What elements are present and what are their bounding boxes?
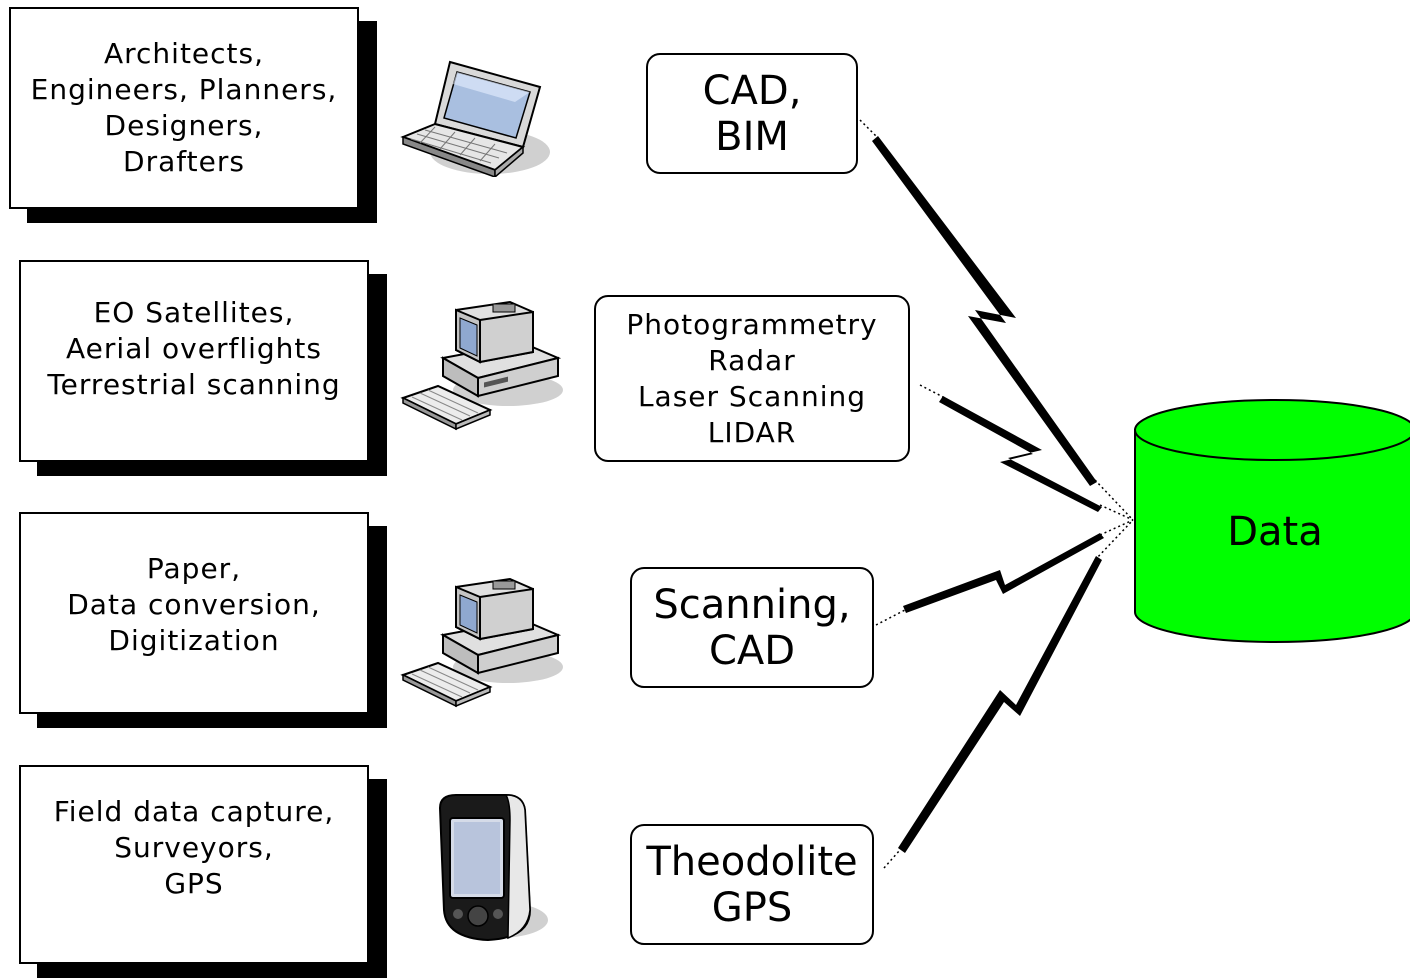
source-line: Drafters [123, 145, 245, 178]
method-line: BIM [715, 113, 789, 160]
dotted-leader [919, 384, 946, 399]
method-box-scanning-cad: Scanning, CAD [630, 567, 874, 688]
method-line: Photogrammetry [626, 307, 878, 341]
method-line: GPS [711, 884, 793, 931]
source-box-remote-sensing: EO Satellites, Aerial overflights Terres… [19, 260, 369, 462]
source-box-designers: Architects, Engineers, Planners, Designe… [9, 7, 359, 209]
source-box-text: EO Satellites, Aerial overflights Terres… [47, 295, 340, 403]
source-line: Surveyors, [114, 830, 274, 864]
source-line: Paper, [146, 552, 242, 585]
database-label: Data [1227, 509, 1323, 555]
dotted-leader [875, 609, 906, 626]
dotted-leader [1094, 479, 1134, 521]
method-box-theodolite-gps: Theodolite GPS [630, 824, 874, 945]
dotted-leader [1094, 519, 1134, 561]
dotted-leader [859, 119, 879, 139]
source-line: Engineers, Planners, [30, 73, 338, 106]
desktop-computer-icon [400, 577, 563, 708]
method-box-text: CAD, BIM [703, 68, 802, 160]
method-line: CAD [708, 627, 796, 674]
source-line: Digitization [108, 624, 280, 657]
source-line: GPS [164, 866, 224, 900]
lightning-bolt [898, 556, 1102, 853]
dotted-leader [883, 849, 901, 869]
source-line: Architects, [103, 37, 265, 70]
source-box-field-capture: Field data capture, Surveyors, GPS [19, 765, 369, 964]
method-box-photogrammetry: Photogrammetry Radar Laser Scanning LIDA… [594, 295, 910, 462]
method-box-text: Scanning, CAD [653, 582, 850, 674]
handheld-pda-icon [438, 794, 548, 942]
source-line: Aerial overflights [66, 332, 322, 365]
source-box-paper-conversion: Paper, Data conversion, Digitization [19, 512, 369, 714]
source-line: EO Satellites, [93, 296, 295, 329]
source-line: Data conversion, [67, 588, 321, 621]
lightning-bolt [903, 533, 1104, 613]
desktop-computer-icon [400, 300, 563, 431]
source-box-text: Architects, Engineers, Planners, Designe… [31, 36, 338, 180]
dotted-leader [1099, 519, 1134, 536]
laptop-icon [400, 60, 550, 177]
source-box-text: Paper, Data conversion, Digitization [67, 551, 320, 659]
method-box-text: Theodolite GPS [646, 839, 857, 931]
source-line: Terrestrial scanning [47, 368, 341, 401]
dotted-leader [1099, 504, 1134, 521]
method-box-text: Photogrammetry Radar Laser Scanning LIDA… [626, 307, 877, 451]
method-box-cad-bim: CAD, BIM [646, 53, 858, 174]
source-box-text: Field data capture, Surveyors, GPS [54, 794, 335, 902]
source-line: Designers, [104, 109, 264, 142]
method-line: CAD, [702, 67, 802, 114]
method-line: Radar [708, 343, 796, 377]
method-line: Theodolite [646, 838, 858, 885]
method-line: Laser Scanning [637, 379, 867, 413]
source-line: Field data capture, [53, 794, 335, 828]
lightning-bolt [939, 396, 1102, 512]
method-line: LIDAR [707, 415, 797, 449]
method-line: Scanning, [653, 581, 851, 628]
